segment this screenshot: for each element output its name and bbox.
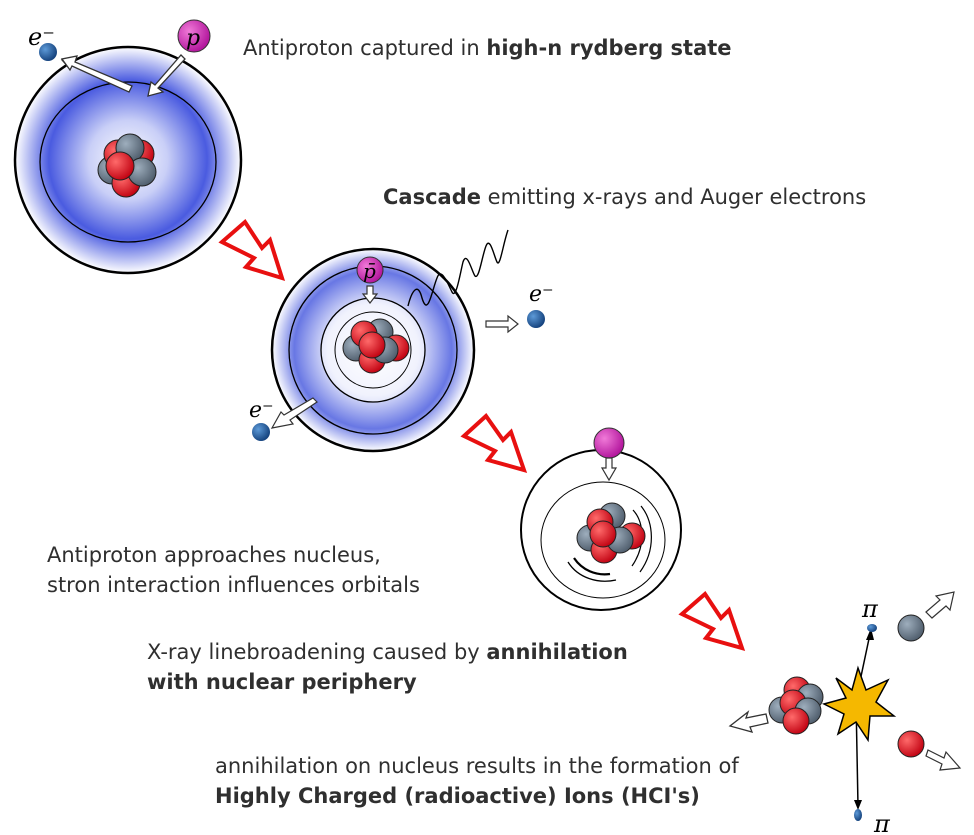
nucleus xyxy=(342,318,410,374)
electron-label: e⁻ xyxy=(28,23,55,51)
antiproton-incoming: p xyxy=(147,19,211,97)
annihilation-event: π π xyxy=(728,591,962,835)
electron-label: e⁻ xyxy=(529,282,554,307)
caption-step2: Cascade emitting x-rays and Auger electr… xyxy=(383,185,867,209)
antiproton-orbiting: p̄ xyxy=(356,256,384,304)
pion-label-top: π xyxy=(861,595,879,623)
step-arrow-1 xyxy=(218,218,286,282)
atom-rydberg-capture xyxy=(13,45,243,275)
nucleus-recoil-arrow xyxy=(728,710,769,733)
atom-cascade xyxy=(270,247,476,453)
caption-step3: Antiproton approaches nucleus, stron int… xyxy=(47,543,420,597)
step-arrow-2 xyxy=(460,413,528,473)
atom-strong-interaction xyxy=(520,427,682,611)
electron-emitted-1: e⁻ xyxy=(28,23,133,93)
antiproton-bar-label: p̄ xyxy=(363,259,376,283)
caption-step5: annihilation on nucleus results in the f… xyxy=(215,754,739,808)
annihilation-star xyxy=(821,665,897,743)
step-arrow-3 xyxy=(678,590,746,651)
antiproton-label: p xyxy=(186,26,200,51)
auger-electron-left: e⁻ xyxy=(249,397,318,441)
electron-label: e⁻ xyxy=(249,398,274,423)
nucleus xyxy=(576,502,646,564)
xray-photon-wave xyxy=(407,229,509,307)
remnant-nucleus xyxy=(768,676,824,735)
antiproton-approaching xyxy=(593,427,625,459)
pion-label-bottom: π xyxy=(873,810,891,835)
caption-step1: Antiproton captured in high-n rydberg st… xyxy=(243,36,732,60)
ejected-neutron xyxy=(897,591,955,642)
ejected-proton xyxy=(897,730,962,771)
auger-electron-right: e⁻ xyxy=(485,282,554,334)
nucleus xyxy=(97,133,157,198)
caption-step4: X-ray linebroadening caused by annihilat… xyxy=(147,640,628,694)
